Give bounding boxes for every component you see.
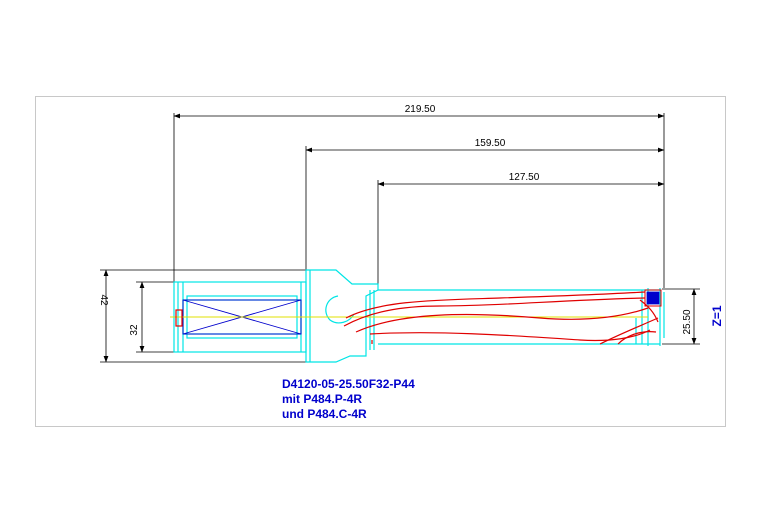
insert-icon	[646, 291, 660, 305]
shank-length-label: 159.50	[475, 138, 506, 149]
drawing-frame	[35, 96, 726, 427]
tool-outline	[173, 269, 665, 363]
caption-line-1: D4120-05-25.50F32-P44	[282, 377, 415, 391]
caption-line-3: und P484.C-4R	[282, 407, 367, 421]
body-length-label: 127.50	[509, 172, 540, 183]
flute-count-label: Z=1	[710, 305, 724, 326]
caption-line-2: mit P484.P-4R	[282, 392, 362, 406]
dimension-lines	[100, 113, 700, 363]
coolant-bore	[175, 309, 183, 327]
flute-curves	[343, 291, 659, 345]
flange-diameter-label: 42	[98, 294, 109, 306]
overall-length-label: 219.50	[405, 104, 436, 115]
drill-diameter-label: 25.50	[682, 309, 693, 334]
shank-diameter-label: 32	[129, 324, 140, 336]
